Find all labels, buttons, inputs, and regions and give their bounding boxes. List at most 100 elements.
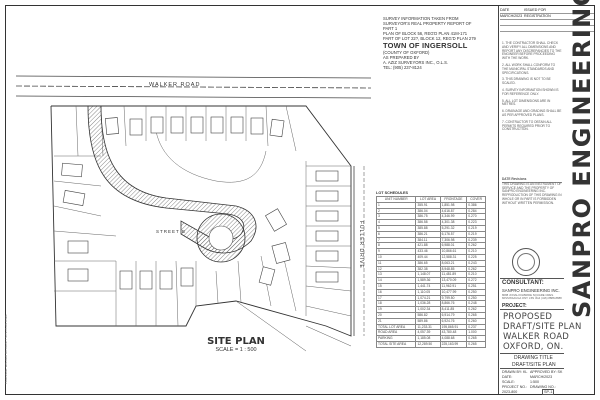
date-value: MARCH/2023 xyxy=(530,375,553,379)
note: 2. ALL WORK SHALL CONFORM TO THE MUNICIP… xyxy=(502,62,556,75)
revision-row xyxy=(500,20,594,26)
project-line: WALKER ROAD xyxy=(503,332,570,342)
surveyor-name: A. AZIZ SURVEYORS INC., O.L.S. xyxy=(383,60,449,65)
column-header: FRONTAGE xyxy=(439,196,468,203)
survey-prepared-by: AS PREPARED BY xyxy=(383,55,420,60)
stamp-text: THIS DRAWING IS AN INSTRUMENT OF SERVICE… xyxy=(502,181,562,205)
table-cell: 2 xyxy=(375,207,417,215)
table-cell: 8 xyxy=(375,242,417,250)
table-cell: 1,851.98 xyxy=(439,201,468,209)
table-cell: 0.265 xyxy=(466,340,486,348)
table-cell: 10,866.61 xyxy=(439,248,468,255)
table-cell: 386.04 xyxy=(415,207,441,215)
walker-road-label: WALKER ROAD xyxy=(149,82,201,88)
drawing-sheet: WALKER ROAD STREET B FULLER DRIVE SITE P… xyxy=(4,0,596,395)
table-cell: 386.21 xyxy=(415,230,441,238)
column-header: COVER xyxy=(466,196,486,203)
site-plan-scale: SCALE = 1 : 500 xyxy=(215,347,257,353)
table-cell: 7,306.98 xyxy=(439,236,468,244)
table-cell: 225,163.99 xyxy=(439,340,468,348)
table-cell: TOTAL SITE AREA xyxy=(375,340,417,348)
column-header: LOT AREA xyxy=(415,196,441,203)
note: 7. CONTRACTOR TO OBTAIN ALL PERMITS REQU… xyxy=(502,119,552,132)
title-block: DATE ISSUED FOR MARCH/2023 REGISTRATION … xyxy=(500,0,596,395)
note: 5. ALL LOT DIMENSIONS ARE IN METRES. xyxy=(502,98,551,107)
table-cell: 3 xyxy=(375,213,417,221)
consultant-name: SANPRO ENGINEERING INC. xyxy=(502,288,560,293)
survey-line: SURVEY INFORMATION TAKEN FROM xyxy=(383,16,459,21)
drawing-no-label: DRAWING NO.: xyxy=(530,385,556,389)
divider-line xyxy=(500,309,564,310)
table-cell: 386.75 xyxy=(415,213,441,221)
street-b-label: STREET B xyxy=(156,229,186,234)
survey-line: PART OF LOT 22?, BLOCK 12, REG'D PLAN 27… xyxy=(383,36,476,41)
rev-date-header: DATE xyxy=(500,8,510,12)
table-cell: 386.58 xyxy=(415,219,441,226)
rev-issued-header: ISSUED FOR xyxy=(524,8,546,12)
general-notes: 1. THE CONTRACTOR SHALL CHECK AND VERIFY… xyxy=(502,41,562,135)
stamp-header: DATE Revisions xyxy=(502,177,562,183)
lot-schedule-table: LOT SCHEDULES UNIT NUMBER LOT AREA FRONT… xyxy=(375,191,486,348)
rev-issued-for: REGISTRATION xyxy=(524,14,551,18)
stamp-area: DATE Revisions THIS DRAWING IS AN INSTRU… xyxy=(502,177,562,206)
divider-line xyxy=(500,368,564,369)
table-cell: 433.46 xyxy=(415,248,441,255)
table-cell: 0.210 xyxy=(466,248,486,255)
table-cell: 6 xyxy=(375,230,417,238)
site-plan-drawing xyxy=(15,75,372,352)
table-cell: 0.223 xyxy=(466,219,486,226)
survey-line: SURVEYOR'S REAL PROPERTY REPORT OF xyxy=(383,21,472,26)
scale-value: 1:500 xyxy=(530,380,539,384)
project-line: OXFORD, ON. xyxy=(503,342,564,352)
table-cell: 4 xyxy=(375,219,417,226)
revision-row: MARCH/2023 REGISTRATION xyxy=(500,14,594,20)
lot-table-header: LOT SCHEDULES xyxy=(376,191,409,195)
table-cell: 355.91 xyxy=(415,201,441,209)
table-cell: 12,289.50 xyxy=(415,340,441,348)
survey-line: PART 1 xyxy=(383,26,398,31)
drawing-title: DRAFT/SITE PLAN xyxy=(512,362,556,368)
file-margin-text: FILENAME: WALKER RD DRAFT SITE PLAN.DWG xyxy=(4,314,8,384)
project-no-value: 2023-800 xyxy=(502,389,518,394)
note: 1. THE CONTRACTOR SHALL CHECK AND VERIFY… xyxy=(502,41,562,61)
survey-town: TOWN OF INGERSOLL xyxy=(383,41,468,50)
divider-line xyxy=(500,353,564,354)
table-cell: 0.262 xyxy=(466,242,486,250)
table-cell: 4,616.87 xyxy=(439,207,468,215)
site-plan-title-block: SITE PLAN SCALE = 1 : 500 xyxy=(201,336,271,353)
table-cell: 0.284 xyxy=(466,207,486,215)
drawing-title-label: DRAWING TITLE xyxy=(514,355,553,361)
table-cell: 384.11 xyxy=(415,236,441,244)
table-cell: 7 xyxy=(375,236,417,244)
table-cell: 4,346.99 xyxy=(439,213,468,221)
survey-county: (COUNTY OF OXFORD) xyxy=(383,50,430,55)
project-line: DRAFT/SITE PLAN xyxy=(503,322,582,332)
fuller-drive-label: FULLER DRIVE xyxy=(358,221,364,269)
table-cell: 0.239 xyxy=(466,236,486,244)
table-cell: 9 xyxy=(375,248,417,255)
revision-header: DATE ISSUED FOR xyxy=(500,8,594,14)
note: 6. DRAINAGE AND GRADING SHALL BE AS PER … xyxy=(502,109,562,117)
survey-information: SURVEY INFORMATION TAKEN FROM SURVEYOR'S… xyxy=(383,16,491,70)
project-line: PROPOSED xyxy=(503,312,553,322)
title-block-divider xyxy=(498,6,499,394)
drawing-no-value: SP-1 xyxy=(542,388,555,395)
rev-date: MARCH/2023 xyxy=(500,14,523,18)
column-header: UNIT NUMBER xyxy=(375,196,417,203)
table-cell: 5 xyxy=(375,225,417,232)
surveyor-tel: TEL: (905) 237-8124 xyxy=(383,65,422,70)
company-vertical-name: SANPRO ENGINEERING INC. xyxy=(568,0,596,318)
consultant-address: 8088 JONAH KILBRIDE SQUARE CRES. MISSISS… xyxy=(502,293,562,301)
table-cell: 6,988.01 xyxy=(439,242,468,250)
